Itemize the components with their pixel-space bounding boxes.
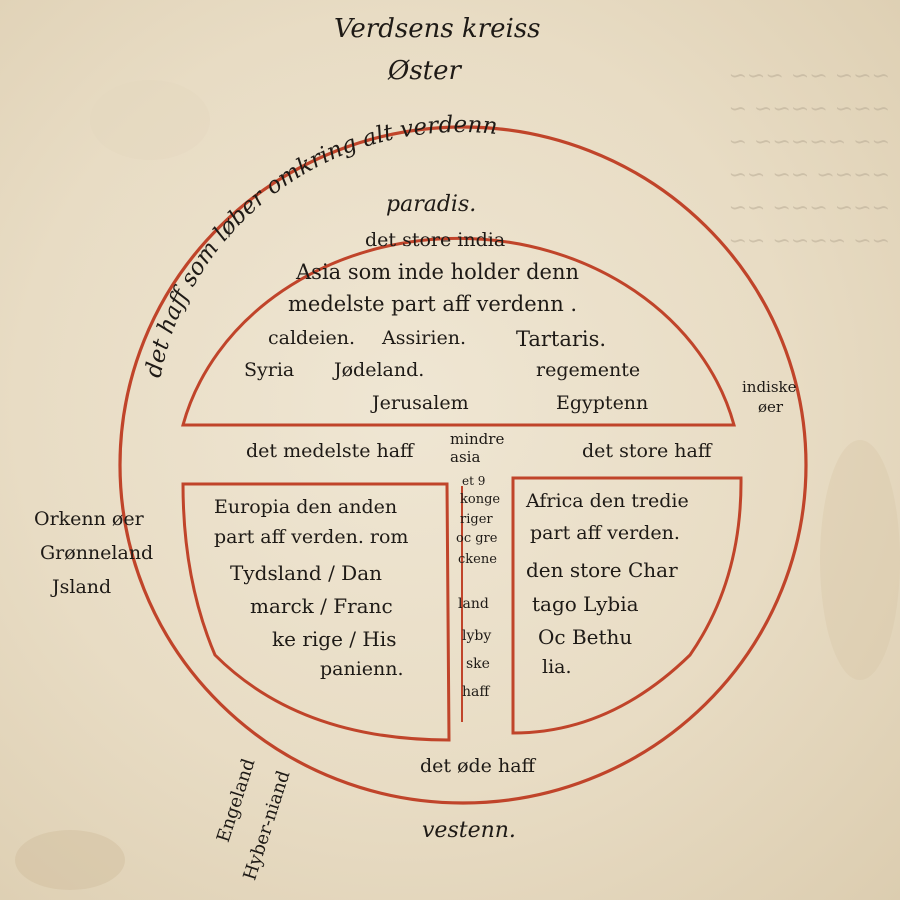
divider-text: haff bbox=[462, 684, 490, 700]
minor-asia-label: mindre bbox=[450, 430, 505, 448]
asia-region: Syria bbox=[244, 359, 295, 381]
europe-line: ke rige / His bbox=[272, 627, 397, 651]
asia-line: medelste part aff verdenn . bbox=[288, 292, 578, 316]
europe-region-border bbox=[181, 482, 451, 742]
europe-line: Europia den anden bbox=[214, 496, 398, 518]
divider-text: et 9 bbox=[462, 474, 486, 488]
divider-text: lyby bbox=[462, 628, 492, 644]
divider-text: land bbox=[458, 596, 489, 612]
asia-region: regemente bbox=[536, 359, 641, 381]
asia-line: Asia som inde holder denn bbox=[296, 260, 580, 284]
europe-line: part aff verden. rom bbox=[214, 526, 409, 548]
divider-text: riger bbox=[460, 512, 493, 527]
europe-line: panienn. bbox=[320, 658, 404, 680]
minor-asia-label: asia bbox=[450, 448, 481, 466]
map-title: Verdsens kreiss bbox=[334, 14, 541, 44]
sea-label-mediterranean: det medelste haff bbox=[246, 440, 414, 462]
divider-text: ckene bbox=[458, 552, 497, 567]
divider-text: konge bbox=[460, 492, 501, 507]
sea-label-great: det store haff bbox=[582, 440, 712, 462]
africa-line: lia. bbox=[542, 656, 572, 678]
sea-label-desolate: det øde haff bbox=[420, 755, 536, 777]
africa-line: part aff verden. bbox=[530, 522, 680, 544]
asia-region: Jødeland. bbox=[334, 359, 425, 381]
asia-region: Tartaris. bbox=[516, 327, 607, 351]
world-circle bbox=[118, 125, 808, 805]
africa-line: tago Lybia bbox=[532, 592, 639, 616]
europe-line: Tydsland / Dan bbox=[230, 561, 383, 585]
africa-line: Oc Bethu bbox=[538, 625, 633, 649]
asia-region: caldeien. bbox=[268, 327, 356, 349]
divider-text: ske bbox=[466, 656, 490, 672]
island-label-orkney: Orkenn øer bbox=[34, 508, 144, 530]
orientation-west: vestenn. bbox=[422, 818, 516, 843]
indian-islands-label: indiske bbox=[742, 378, 797, 396]
africa-line: den store Char bbox=[526, 558, 678, 582]
asia-region: Assirien. bbox=[382, 327, 466, 349]
asia-region-border bbox=[181, 236, 736, 427]
island-label-greenland: Grønneland bbox=[40, 542, 154, 564]
africa-region-border bbox=[511, 476, 743, 735]
island-label-iceland: Jsland bbox=[52, 576, 112, 598]
asia-paradise: paradis. bbox=[386, 192, 477, 217]
asia-line: det store india bbox=[365, 229, 506, 251]
indian-islands-label: øer bbox=[758, 398, 784, 416]
orientation-east: Øster bbox=[388, 56, 461, 86]
africa-line: Africa den tredie bbox=[526, 490, 689, 512]
asia-region: Jerusalem bbox=[372, 392, 469, 414]
europe-line: marck / Franc bbox=[250, 594, 393, 618]
divider-text: oc gre bbox=[456, 531, 498, 546]
asia-region: Egyptenn bbox=[556, 392, 649, 414]
